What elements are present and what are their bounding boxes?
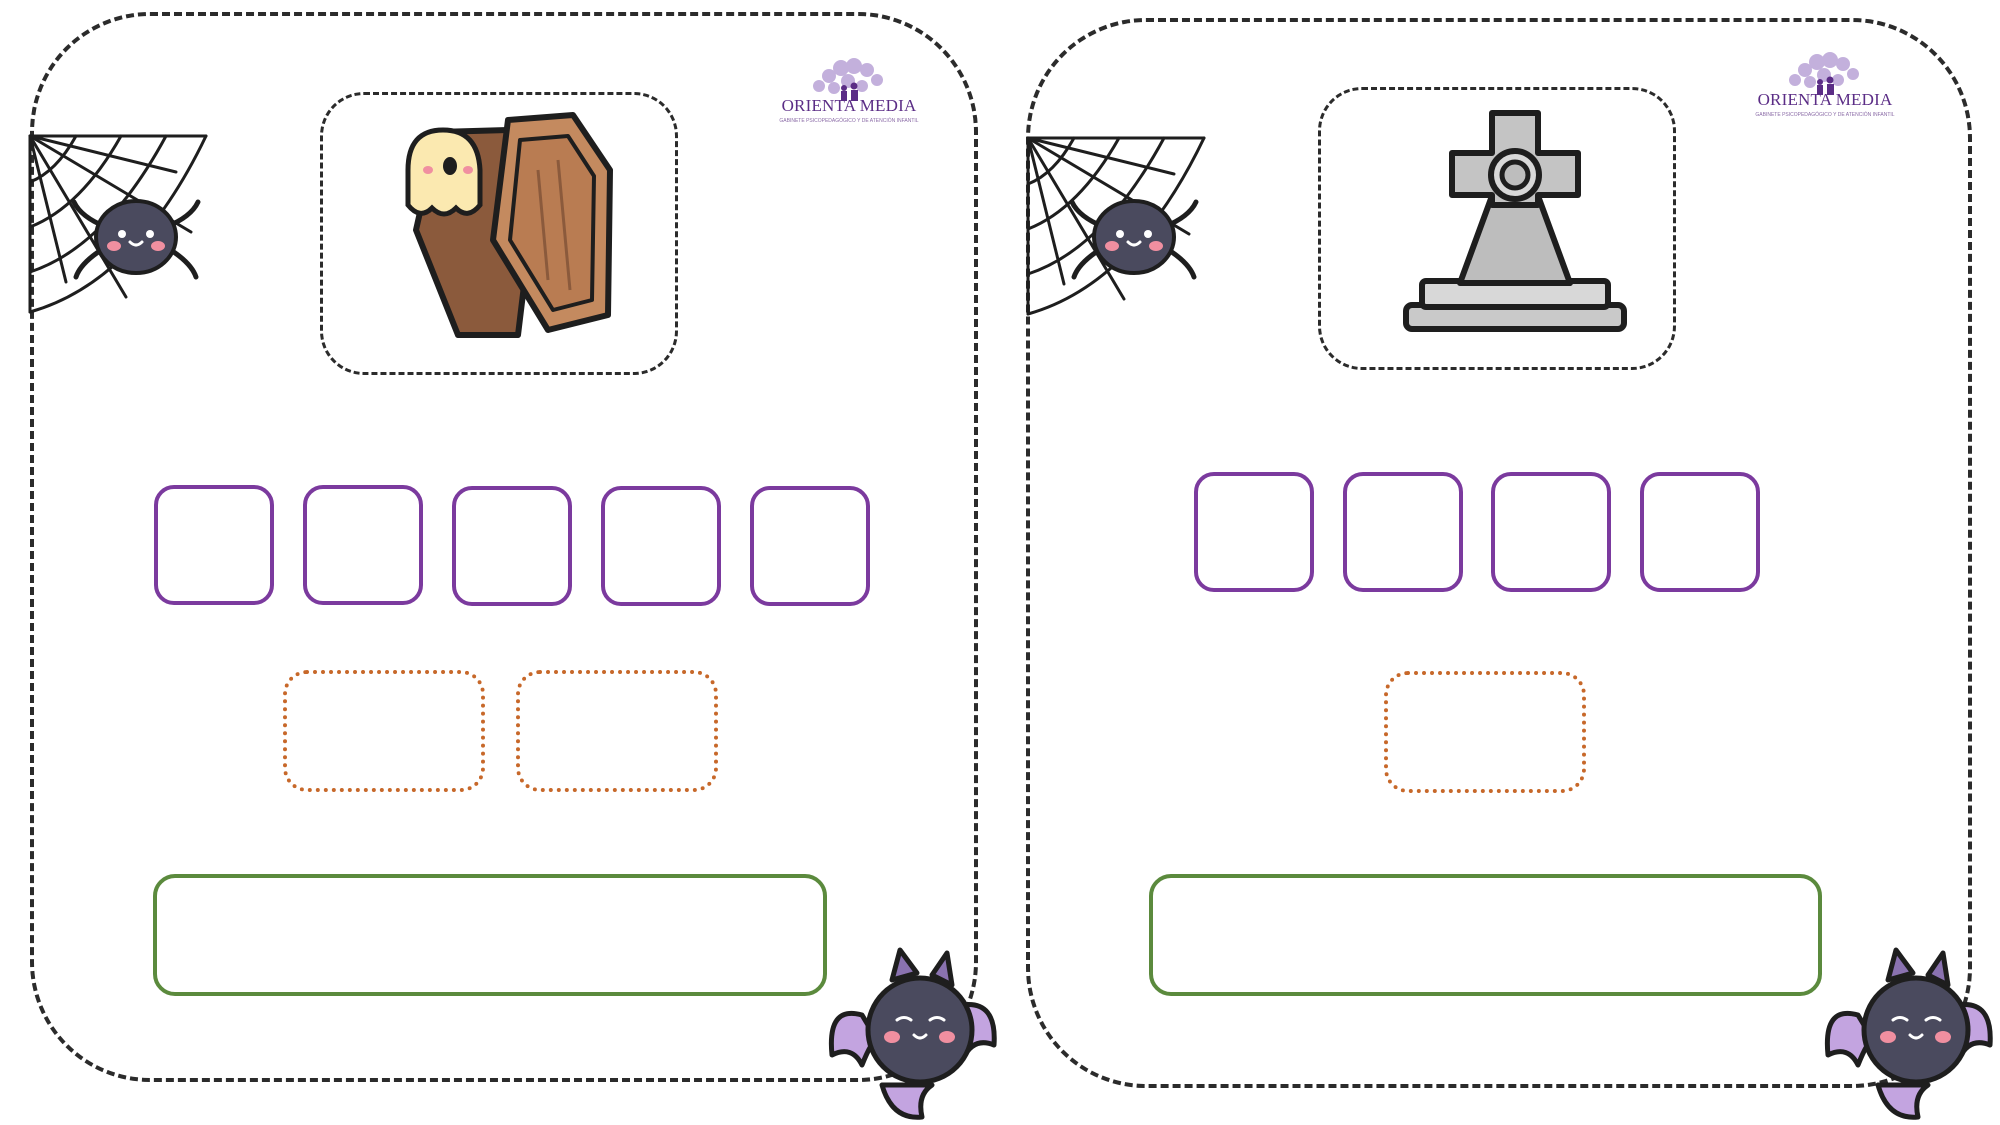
worksheet-card-1 bbox=[30, 12, 978, 1082]
picture-frame bbox=[1318, 87, 1676, 370]
logo-tagline: GABINETE PSICOPEDAGÓGICO Y DE ATENCIÓN I… bbox=[1755, 112, 1895, 118]
letter-box[interactable] bbox=[1640, 472, 1760, 592]
letter-box[interactable] bbox=[1194, 472, 1314, 592]
logo-brand-right: MEDIA bbox=[1835, 90, 1893, 109]
worksheet-card-2 bbox=[1026, 18, 1972, 1088]
bat-icon bbox=[828, 947, 997, 1120]
letter-box[interactable] bbox=[601, 486, 721, 606]
word-box[interactable] bbox=[1149, 874, 1822, 996]
tombstone-cross-icon bbox=[1403, 110, 1627, 332]
letter-box[interactable] bbox=[452, 486, 572, 606]
orientamedia-logo: ORIENTA MEDIA GABINETE PSICOPEDAGÓGICO Y… bbox=[1750, 50, 1900, 130]
syllable-box[interactable] bbox=[1384, 671, 1586, 793]
bat-icon bbox=[1824, 947, 1993, 1120]
orientamedia-logo: ORIENTA MEDIA GABINETE PSICOPEDAGÓGICO Y… bbox=[774, 56, 924, 136]
letter-box[interactable] bbox=[1343, 472, 1463, 592]
syllable-box[interactable] bbox=[516, 670, 718, 792]
syllable-box[interactable] bbox=[283, 670, 485, 792]
picture-frame bbox=[320, 92, 678, 375]
logo-tagline: GABINETE PSICOPEDAGÓGICO Y DE ATENCIÓN I… bbox=[779, 118, 919, 124]
spider-icon bbox=[1069, 199, 1199, 280]
logo-brand-left: ORIENTA bbox=[1757, 90, 1832, 109]
letter-box[interactable] bbox=[154, 485, 274, 605]
letter-box[interactable] bbox=[1491, 472, 1611, 592]
logo-brand-right: MEDIA bbox=[859, 96, 917, 115]
word-box[interactable] bbox=[153, 874, 827, 996]
letter-box[interactable] bbox=[750, 486, 870, 606]
letter-box[interactable] bbox=[303, 485, 423, 605]
spider-icon bbox=[71, 199, 201, 280]
logo-brand-left: ORIENTA bbox=[781, 96, 856, 115]
coffin-with-ghost-icon bbox=[405, 112, 613, 338]
